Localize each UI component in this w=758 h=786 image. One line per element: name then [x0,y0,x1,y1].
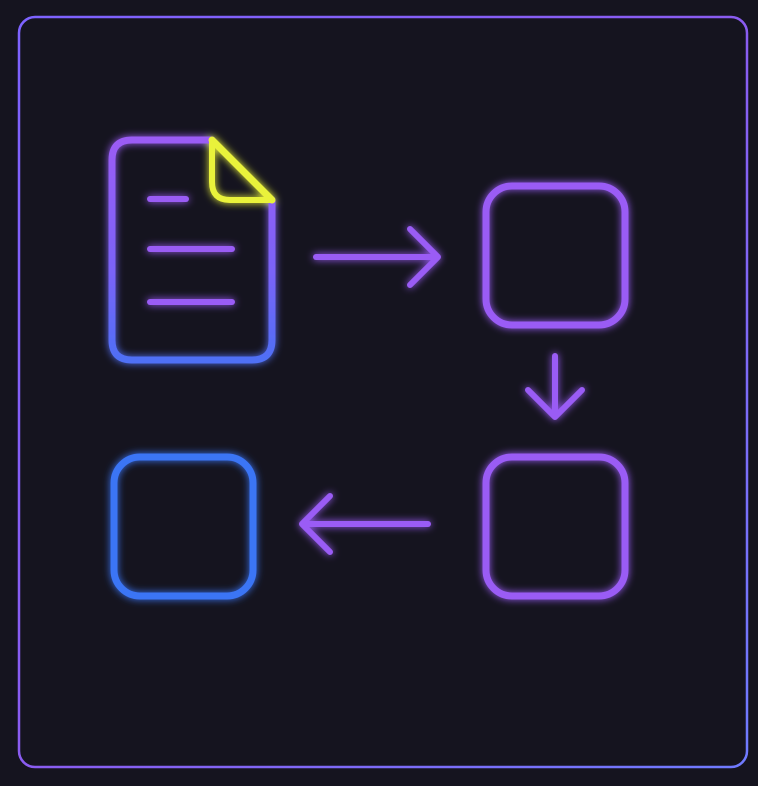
step-3-box [110,453,257,600]
arrow-left-icon [299,493,431,555]
arrow-down-icon [525,353,585,420]
step-2-box [482,453,629,600]
outer-frame [17,15,749,769]
document-icon [108,136,276,364]
arrow-right-icon [313,226,441,288]
step-1-box [482,182,629,329]
